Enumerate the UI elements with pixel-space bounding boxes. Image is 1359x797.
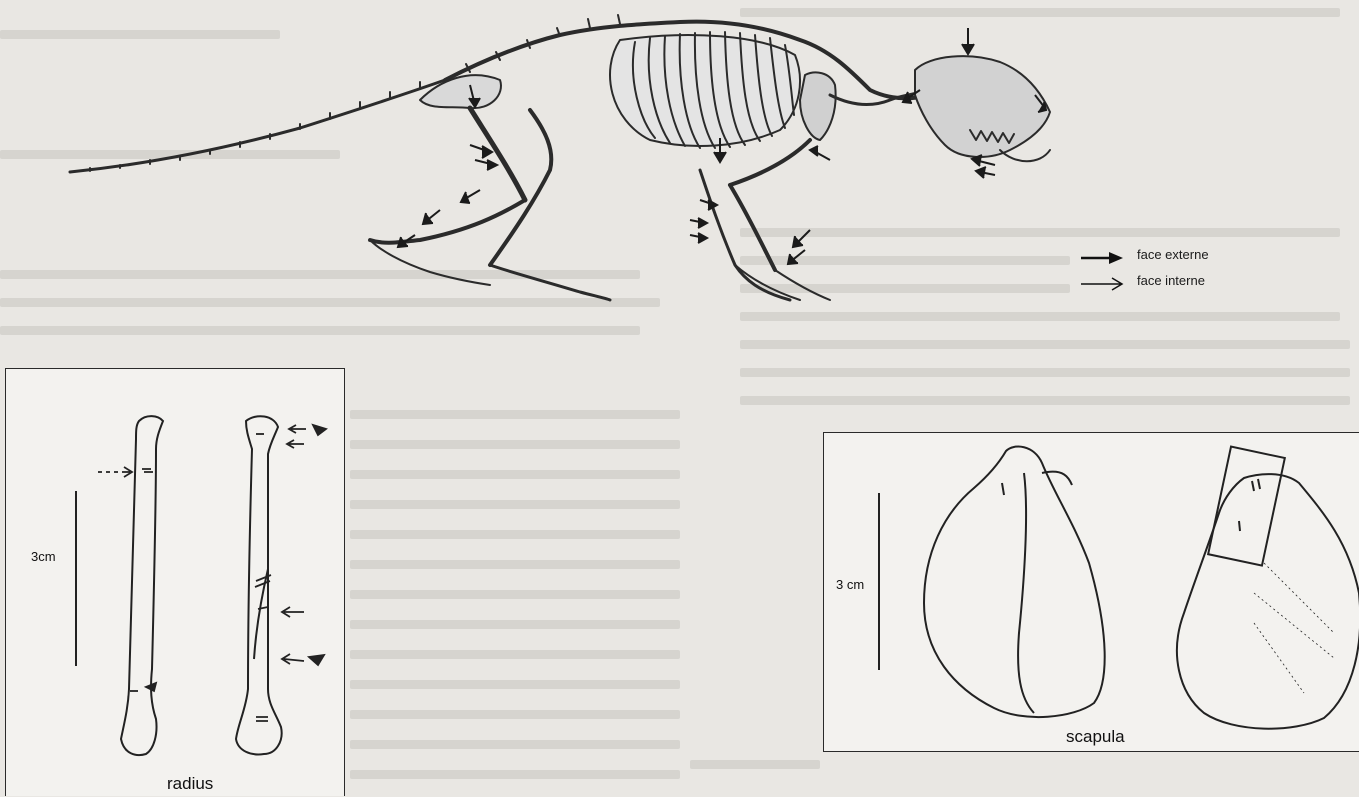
legend-external-label: face externe <box>1137 247 1209 262</box>
fore-humerus <box>730 140 810 185</box>
tail-vertebrae <box>70 80 445 172</box>
scapula-right-outline <box>1177 474 1359 729</box>
scapula-scale-label: 3 cm <box>836 577 864 592</box>
radius-dashed-arrow <box>98 467 132 477</box>
arrow-skull-top <box>962 28 974 54</box>
scapula-right-box <box>1208 447 1285 566</box>
arrow-fore-5 <box>793 230 810 247</box>
arrow-fore-4 <box>690 233 707 243</box>
scapula-left-outline <box>924 447 1105 718</box>
arrow-hind-3 <box>461 190 480 203</box>
fore-radius <box>730 185 775 270</box>
legend: face externe face interne <box>1075 246 1295 296</box>
arrow-fore-6 <box>788 250 805 264</box>
hind-foot <box>490 265 610 300</box>
radius-arrow-2 <box>287 440 304 448</box>
scapula-bones-drawing <box>824 433 1359 753</box>
radius-arrow-3 <box>282 607 304 617</box>
skull <box>915 56 1050 157</box>
radius-bone-left <box>121 416 163 755</box>
legend-row-internal: face interne <box>1075 272 1295 292</box>
radius-arrow-4 <box>282 654 304 664</box>
radius-bones-drawing <box>6 369 346 797</box>
arrow-hind-1 <box>470 145 492 158</box>
arrow-hind-4 <box>423 210 440 224</box>
arrow-shoulder <box>810 146 830 160</box>
arrow-fore-3 <box>690 218 707 228</box>
legend-internal-label: face interne <box>1137 273 1205 288</box>
scapula-caption: scapula <box>1066 727 1125 747</box>
pelvis <box>420 75 501 108</box>
hind-femur <box>470 108 525 200</box>
fore-ulna <box>700 170 790 300</box>
arrow-hind-2 <box>475 160 497 170</box>
body-scapula <box>800 72 836 140</box>
open-arrow-icon <box>1079 274 1129 294</box>
radius-panel: 3cm radius <box>5 368 345 796</box>
radius-arrow-1 <box>289 425 306 433</box>
scapula-panel: 3 cm scapula <box>823 432 1359 752</box>
radius-caption: radius <box>167 774 213 794</box>
legend-row-external: face externe <box>1075 246 1295 266</box>
solid-arrow-icon <box>1079 248 1129 268</box>
radius-scale-label: 3cm <box>31 549 56 564</box>
arrow-jaw-2 <box>976 167 995 178</box>
hind-tibia <box>370 200 525 243</box>
scapula-left-spine <box>1018 473 1034 713</box>
